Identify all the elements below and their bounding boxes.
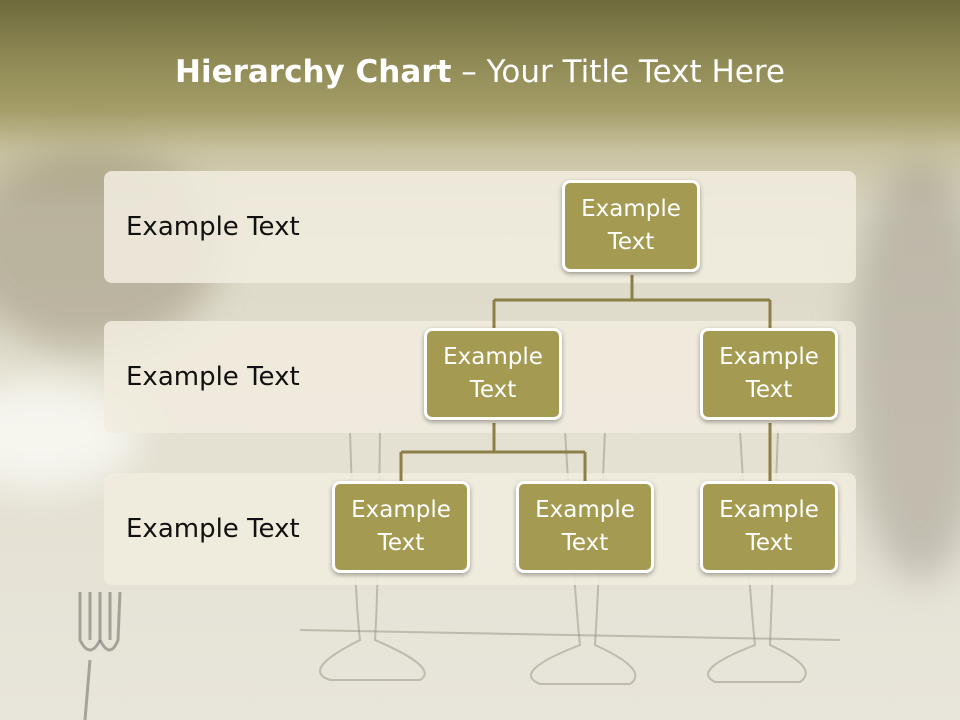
level-label-3: Example Text [126,514,300,544]
connector-root-to-level2 [492,275,772,330]
level-label-1: Example Text [126,212,300,242]
org-node-root[interactable]: Example Text [562,180,700,272]
level-band-1: Example Text [104,171,856,283]
title-rest: Your Title Text Here [486,54,785,90]
background-wall [850,160,960,580]
level-label-2: Example Text [126,362,300,392]
org-node-level3-left[interactable]: Example Text [332,481,470,573]
org-node-level2-left[interactable]: Example Text [424,328,562,420]
org-node-level3-right[interactable]: Example Text [700,481,838,573]
title-bold: Hierarchy Chart [175,54,452,90]
org-node-level3-middle[interactable]: Example Text [516,481,654,573]
title-dash: – [451,54,487,90]
slide-title: Hierarchy Chart – Your Title Text Here [0,54,960,90]
org-node-level2-right[interactable]: Example Text [700,328,838,420]
connector-level2-left-to-level3 [399,423,587,482]
